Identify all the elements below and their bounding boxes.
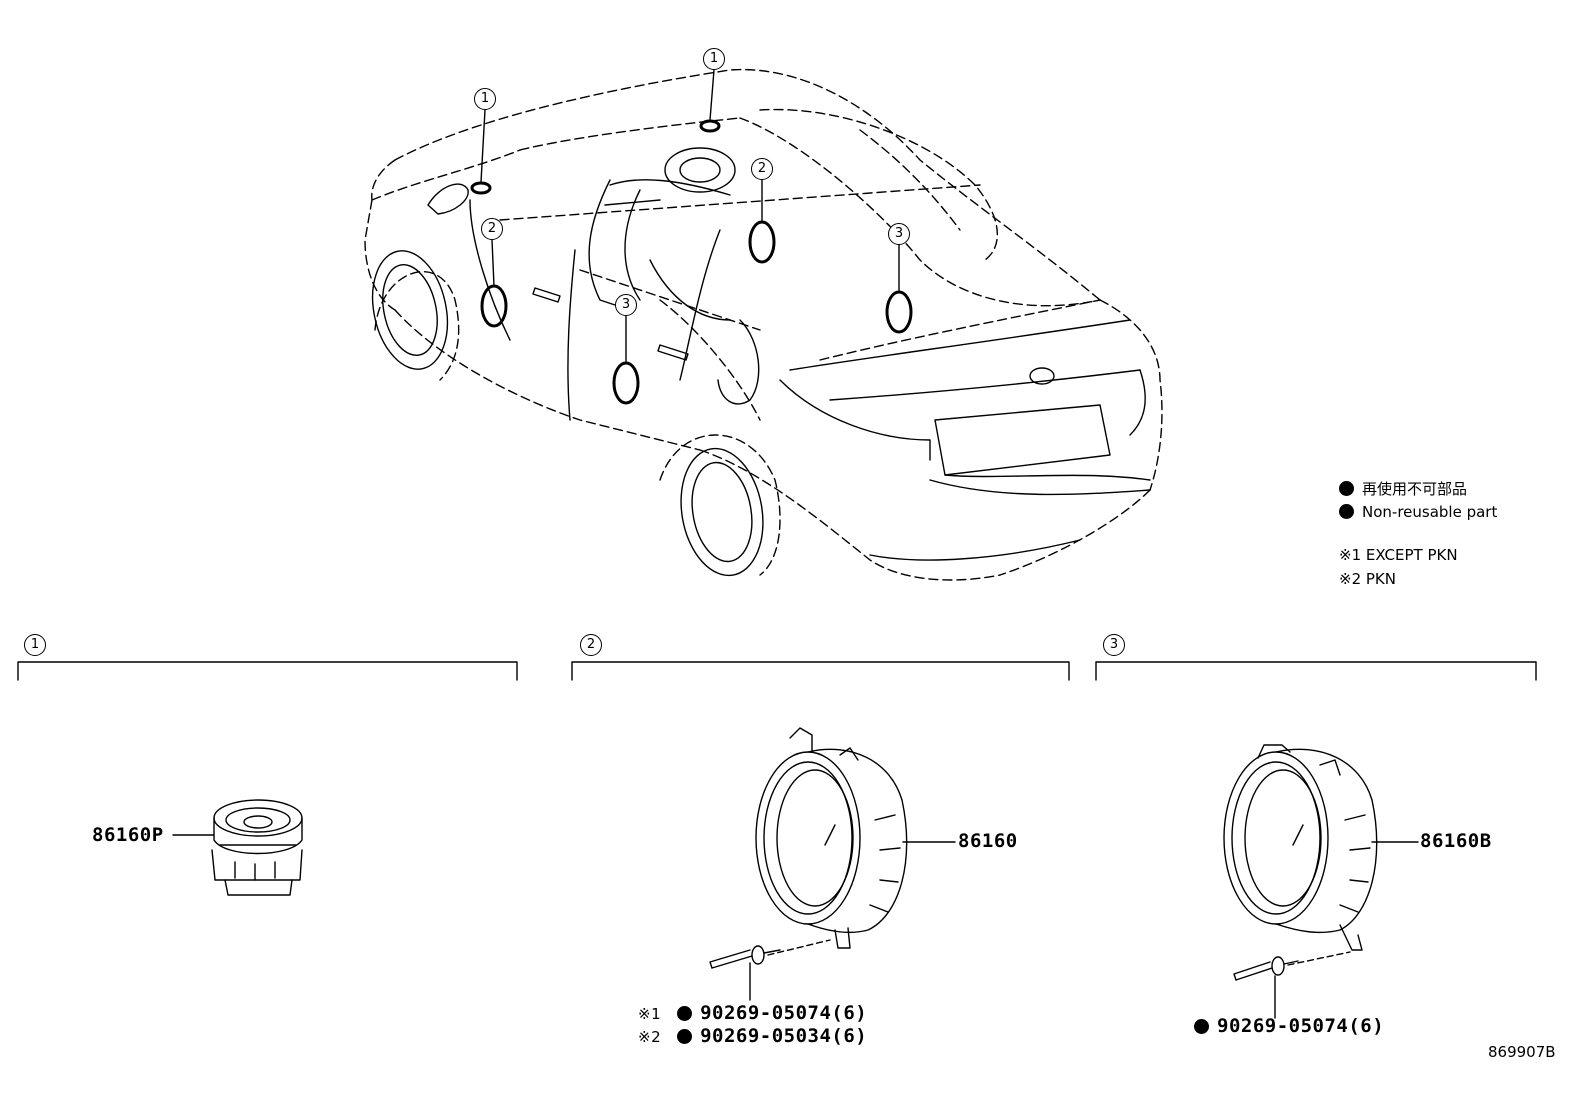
rivet-part-number[interactable]: 90269-05034(6) — [700, 1025, 868, 1047]
non-reusable-dot-icon — [1194, 1019, 1209, 1034]
car-details — [371, 147, 1151, 577]
trunk-emblem — [1029, 367, 1055, 385]
rear-door-speaker-location-left — [612, 361, 640, 405]
rivet-note-mark: ※2 — [638, 1028, 662, 1046]
legend-note-1: ※1 EXCEPT PKN — [1339, 546, 1458, 564]
front-wheel — [371, 250, 449, 370]
rivet-part-row-1: ※1 90269-05074(6) — [638, 1002, 867, 1024]
section-3-number: 3 — [1103, 634, 1125, 656]
callout-2-rear: 2 — [751, 158, 773, 180]
rivet-part-row-2: ※2 90269-05034(6) — [638, 1025, 867, 1047]
non-reusable-dot-icon — [677, 1029, 693, 1044]
front-door-speaker-location-right — [748, 220, 776, 264]
leader-rivet-86160 — [767, 939, 831, 956]
speaker-86160-illustration — [709, 727, 908, 969]
rivet-part-number[interactable]: 90269-05074(6) — [1217, 1015, 1385, 1037]
leader-rivet-86160B — [1287, 951, 1351, 966]
section-2-number: 2 — [580, 634, 602, 656]
rivet-note-mark: ※1 — [638, 1005, 662, 1023]
license-plate-area — [934, 404, 1111, 476]
front-door-speaker-location-left — [480, 284, 508, 328]
section-1-bracket — [17, 661, 518, 681]
non-reusable-dot-icon — [1339, 481, 1354, 496]
tweeter-location-front — [470, 181, 492, 195]
rivet-part-row-3: 90269-05074(6) — [1194, 1015, 1384, 1037]
tweeter-location-rear — [699, 119, 721, 133]
section-brackets — [17, 661, 1537, 681]
callout-3-rear: 3 — [888, 223, 910, 245]
front-door-handle — [532, 287, 561, 303]
callout-3-front: 3 — [615, 294, 637, 316]
legend-note-2: ※2 PKN — [1339, 570, 1396, 588]
callout-2-front: 2 — [481, 218, 503, 240]
callout-1-rear: 1 — [703, 48, 725, 70]
callout-1-front: 1 — [474, 88, 496, 110]
part-number-86160[interactable]: 86160 — [958, 830, 1018, 852]
section-1-number: 1 — [24, 634, 46, 656]
tweeter-illustration — [211, 799, 303, 896]
part-number-86160B[interactable]: 86160B — [1420, 830, 1492, 852]
non-reusable-dot-icon — [677, 1006, 693, 1021]
callout-leaders — [480, 69, 900, 364]
rear-door-handle — [657, 344, 689, 361]
speaker-86160B-illustration — [1223, 744, 1378, 981]
non-reusable-dot-icon — [1339, 504, 1354, 519]
diagram-id: 869907B — [1488, 1043, 1556, 1061]
legend-non-reusable-en: Non-reusable part — [1339, 503, 1497, 521]
rivet-part-number[interactable]: 90269-05074(6) — [700, 1002, 868, 1024]
section-2-bracket — [571, 661, 1070, 681]
legend-non-reusable-jp: 再使用不可部品 — [1339, 478, 1467, 499]
rear-wheel — [680, 447, 764, 577]
speaker-location-rings — [470, 119, 913, 405]
side-mirror — [427, 183, 469, 215]
rear-door-speaker-location-right — [885, 290, 913, 334]
section-3-bracket — [1095, 661, 1537, 681]
part-number-86160P[interactable]: 86160P — [92, 824, 164, 846]
car-outline — [364, 68, 1163, 581]
